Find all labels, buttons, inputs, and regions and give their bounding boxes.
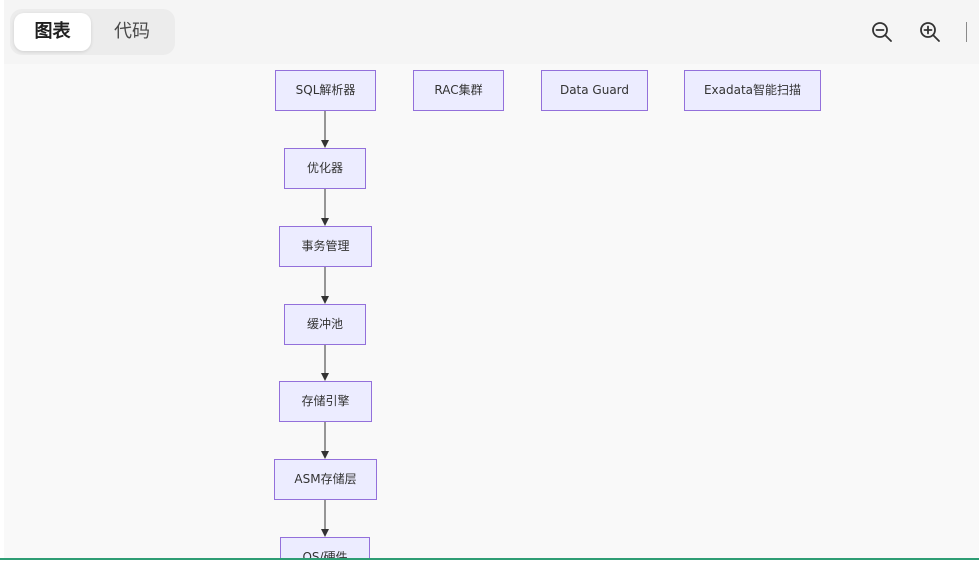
- toolbar-divider: [966, 22, 967, 42]
- zoom-out-icon[interactable]: [870, 20, 894, 44]
- node-transaction[interactable]: 事务管理: [279, 226, 372, 267]
- zoom-in-icon[interactable]: [918, 20, 942, 44]
- tab-code[interactable]: 代码: [114, 21, 150, 42]
- node-optimizer[interactable]: 优化器: [284, 148, 366, 189]
- node-asm-storage[interactable]: ASM存储层: [274, 459, 377, 500]
- node-exadata[interactable]: Exadata智能扫描: [684, 70, 821, 111]
- bottom-accent-line: [0, 558, 979, 560]
- toolbar: 图表 代码: [4, 0, 979, 64]
- tab-diagram[interactable]: 图表: [14, 13, 91, 51]
- diagram-canvas[interactable]: SQL解析器 RAC集群 Data Guard Exadata智能扫描 优化器 …: [4, 64, 979, 560]
- node-os-hardware[interactable]: OS/硬件: [280, 537, 370, 560]
- edges-layer: [321, 111, 329, 537]
- node-data-guard[interactable]: Data Guard: [541, 70, 648, 111]
- view-tabs: 图表 代码: [10, 9, 175, 55]
- node-rac-cluster[interactable]: RAC集群: [413, 70, 504, 111]
- node-sql-parser[interactable]: SQL解析器: [275, 70, 376, 111]
- node-buffer-pool[interactable]: 缓冲池: [284, 304, 366, 345]
- diagram-viewer: 图表 代码: [4, 0, 979, 560]
- node-storage-engine[interactable]: 存储引擎: [279, 381, 372, 422]
